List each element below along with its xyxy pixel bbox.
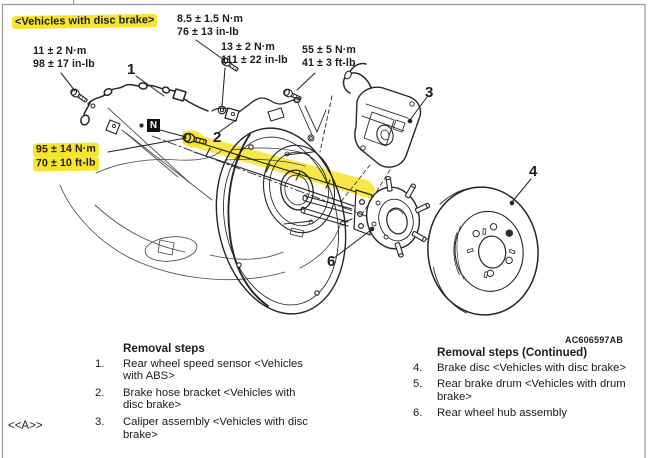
sensor-grommet <box>161 86 171 94</box>
leader-torque-55 <box>296 72 316 91</box>
figure-code: AC606597AB <box>565 335 624 345</box>
n-marker-box: N <box>147 119 160 132</box>
list-item: 6. Rear wheel hub assembly <box>413 407 567 420</box>
list-item: 2. Brake hose bracket <Vehicles with dis… <box>95 386 296 412</box>
brake-hose-bracket <box>224 107 240 122</box>
brake-disc <box>427 186 539 316</box>
callout-2: 2 <box>213 129 222 146</box>
nut-hose-bracket <box>217 105 227 115</box>
sensor-connector <box>172 88 187 102</box>
alignment-marks <box>304 95 333 153</box>
leader-callout-6 <box>333 229 372 259</box>
leader-callout-4 <box>511 178 532 203</box>
abs-sensor-cable <box>80 82 209 135</box>
n-marker-dot <box>139 123 144 128</box>
wheel-stud <box>385 176 431 258</box>
leader-callout-1 <box>135 75 165 97</box>
removal-steps-continued-title: Removal steps (Continued) <box>437 346 588 359</box>
callout-4: 4 <box>529 163 538 180</box>
list-item: 4. Brake disc <Vehicles with disc brake> <box>413 361 627 374</box>
removal-steps-continued-list: Removal steps (Continued) 4. Brake disc … <box>413 346 641 424</box>
leader-callout-3 <box>409 96 428 121</box>
sensor-grommet <box>103 87 113 97</box>
torque-label-axle-nut-highlighted: 95 ± 14 N·m 70 ± 10 ft-lb <box>32 142 100 172</box>
footer-note: <<A>> <box>8 420 43 432</box>
leader-torque-11 <box>60 72 76 92</box>
callout-3: 3 <box>425 84 434 101</box>
leader-callout-2 <box>217 119 237 134</box>
wheel-hub <box>365 176 431 258</box>
leader-torque-13 <box>221 67 226 107</box>
leader-bolt-bracket <box>296 100 313 136</box>
list-item: 5. Rear brake drum <Vehicles with drum b… <box>413 378 626 403</box>
list-item: 3. Caliper assembly <Vehicles with disc … <box>95 415 308 441</box>
brake-hose <box>211 96 301 122</box>
variant-label: <Vehicles with disc brake> <box>11 13 158 30</box>
removal-steps-list: Removal steps 1. Rear wheel speed sensor… <box>95 342 315 445</box>
backing-plate <box>215 107 347 315</box>
list-item: 1. Rear wheel speed sensor <Vehicles wit… <box>95 357 303 383</box>
callout-6: 6 <box>327 253 336 270</box>
lug-hole <box>472 223 513 278</box>
leader-torque-95 <box>107 137 187 153</box>
leader-lines <box>60 39 532 259</box>
highlight-band <box>181 130 376 199</box>
brake-caliper <box>339 62 422 214</box>
leader-torque-85 <box>195 39 225 61</box>
callout-1: 1 <box>127 61 136 78</box>
removal-steps-title: Removal steps <box>123 342 205 355</box>
disc-slot <box>466 228 516 279</box>
sensor-grommet <box>138 82 148 90</box>
bolt-sensor-lower <box>68 86 90 105</box>
